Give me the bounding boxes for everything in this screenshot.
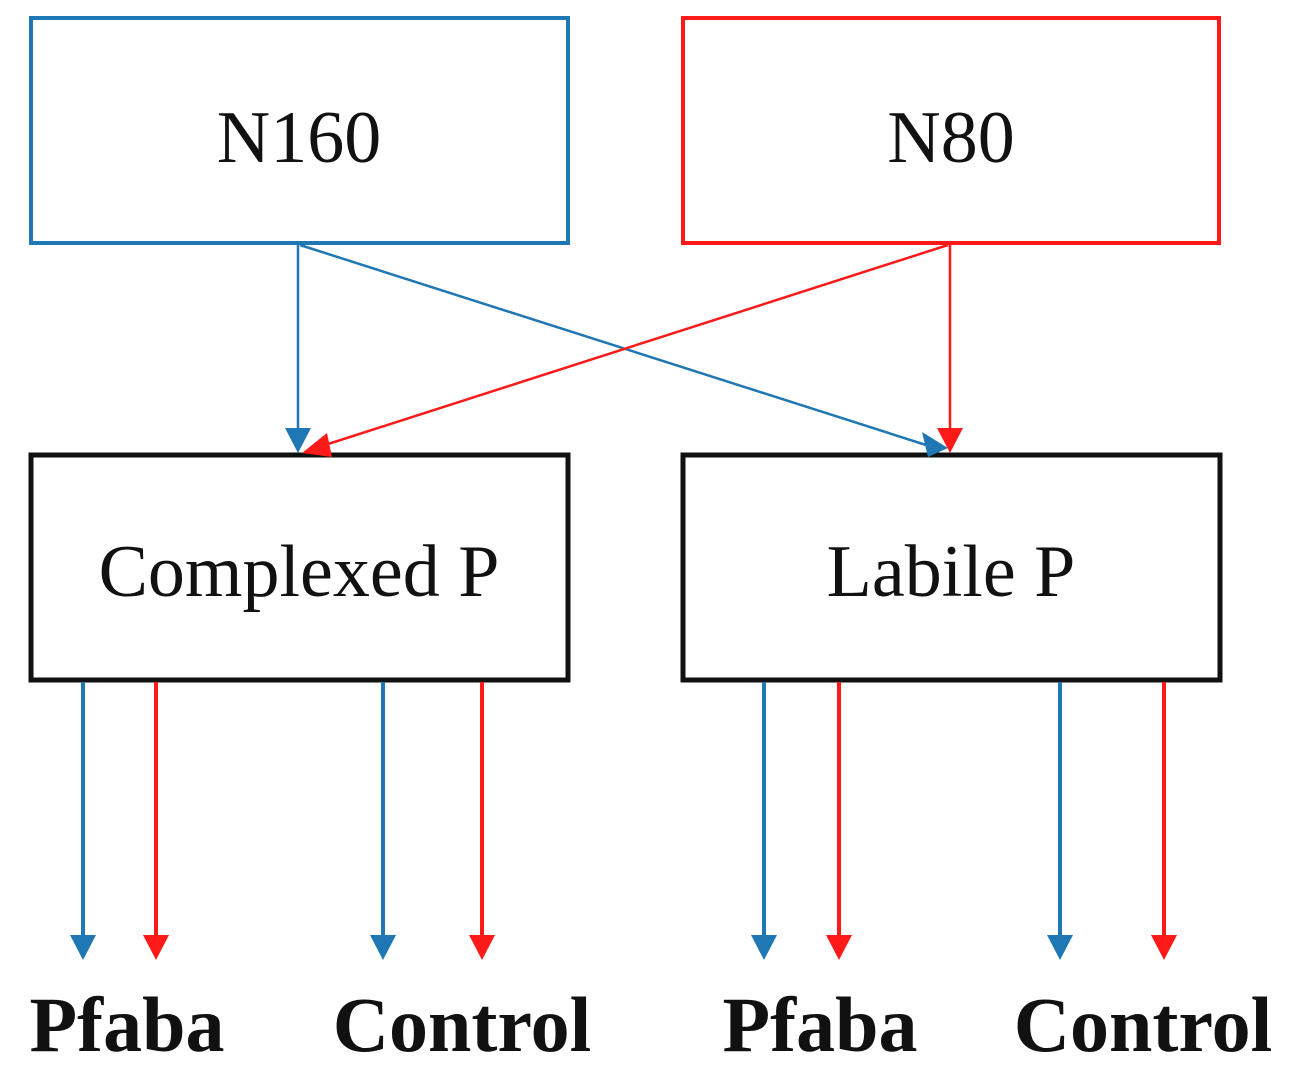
labile-to-control-blue-arrow	[1047, 682, 1073, 960]
complexed-pfaba-label: Pfaba	[30, 981, 225, 1068]
labile-control-label: Control	[1014, 981, 1273, 1068]
n160-box	[29, 16, 570, 245]
complexed-to-control-blue-arrow	[370, 682, 396, 960]
labile-to-pfaba-red-arrow	[826, 682, 852, 960]
labile-to-pfaba-blue-arrow	[751, 682, 777, 960]
n80-to-complexed-arrow	[302, 243, 949, 457]
labile-p-box	[680, 452, 1223, 683]
complexed-p-box	[28, 452, 571, 683]
labile-p-label: Labile P	[827, 531, 1076, 613]
labile-to-control-red-arrow	[1151, 682, 1177, 960]
complexed-p-label: Complexed P	[99, 531, 500, 613]
n80-box	[681, 16, 1221, 245]
n80-to-labile-arrow	[937, 245, 963, 453]
complexed-to-control-red-arrow	[469, 682, 495, 960]
n160-to-complexed-arrow	[285, 245, 311, 453]
n80-label: N80	[887, 97, 1014, 179]
n160-label: N160	[217, 97, 381, 179]
complexed-control-label: Control	[333, 981, 592, 1068]
labile-pfaba-label: Pfaba	[723, 981, 918, 1068]
complexed-to-pfaba-red-arrow	[143, 682, 169, 960]
n160-to-labile-arrow	[299, 243, 948, 457]
complexed-to-pfaba-blue-arrow	[70, 682, 96, 960]
